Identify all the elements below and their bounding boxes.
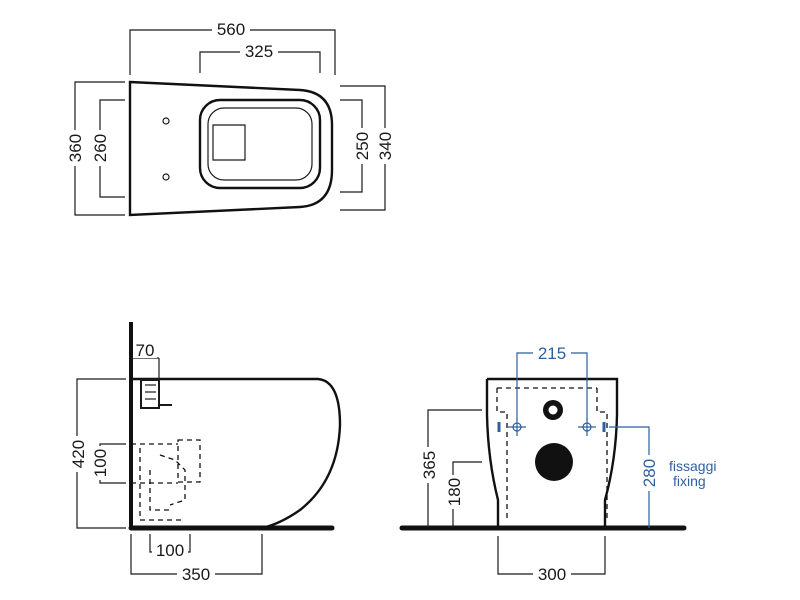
back-view: 215 365 180 280 fissaggi fixing 300 xyxy=(399,344,716,584)
back-view-inner-hidden xyxy=(496,387,608,520)
dim-label-340: 340 xyxy=(376,132,395,160)
side-view-outlet-hidden xyxy=(131,443,186,521)
back-view-fixing-right xyxy=(578,418,606,436)
dim-label-280: 280 xyxy=(640,459,659,487)
top-view-seat-inner xyxy=(207,107,313,181)
dim-label-250: 250 xyxy=(353,132,372,160)
dim-label-560: 560 xyxy=(217,20,245,39)
back-view-outlet xyxy=(535,443,573,481)
dim-label-325: 325 xyxy=(245,42,273,61)
fixing-label-en: fixing xyxy=(673,473,706,489)
dim-label-260: 260 xyxy=(91,134,110,162)
side-view-fixing-hidden xyxy=(177,439,201,483)
top-view-fixing-hole-bottom xyxy=(162,173,170,181)
fixing-label-it: fissaggi xyxy=(669,458,716,474)
dim-label-100-vertical: 100 xyxy=(91,449,110,477)
dim-line-365 xyxy=(427,409,482,528)
top-view-fixing-hole-top xyxy=(162,117,170,125)
side-view-wall-bracket xyxy=(140,379,160,409)
side-view: 70 420 100 100 350 xyxy=(68,322,342,584)
top-view-outlet xyxy=(212,124,246,161)
top-view-seat-opening xyxy=(198,98,322,190)
dim-label-350: 350 xyxy=(182,565,210,584)
side-view-bowl-outline xyxy=(131,377,342,530)
dim-label-215: 215 xyxy=(538,344,566,363)
dim-label-365: 365 xyxy=(420,451,439,479)
top-view: 560 325 360 260 250 340 xyxy=(66,20,395,217)
dim-label-180: 180 xyxy=(445,478,464,506)
dim-label-420: 420 xyxy=(69,440,88,468)
dim-label-100-horizontal: 100 xyxy=(156,541,184,560)
top-view-bowl-outline xyxy=(128,80,334,217)
back-view-fixing-left xyxy=(497,418,526,436)
back-view-body-outline xyxy=(485,377,619,528)
dim-label-360: 360 xyxy=(66,134,85,162)
dim-line-280 xyxy=(609,426,650,528)
dim-label-70: 70 xyxy=(136,341,155,360)
dim-label-300: 300 xyxy=(538,565,566,584)
